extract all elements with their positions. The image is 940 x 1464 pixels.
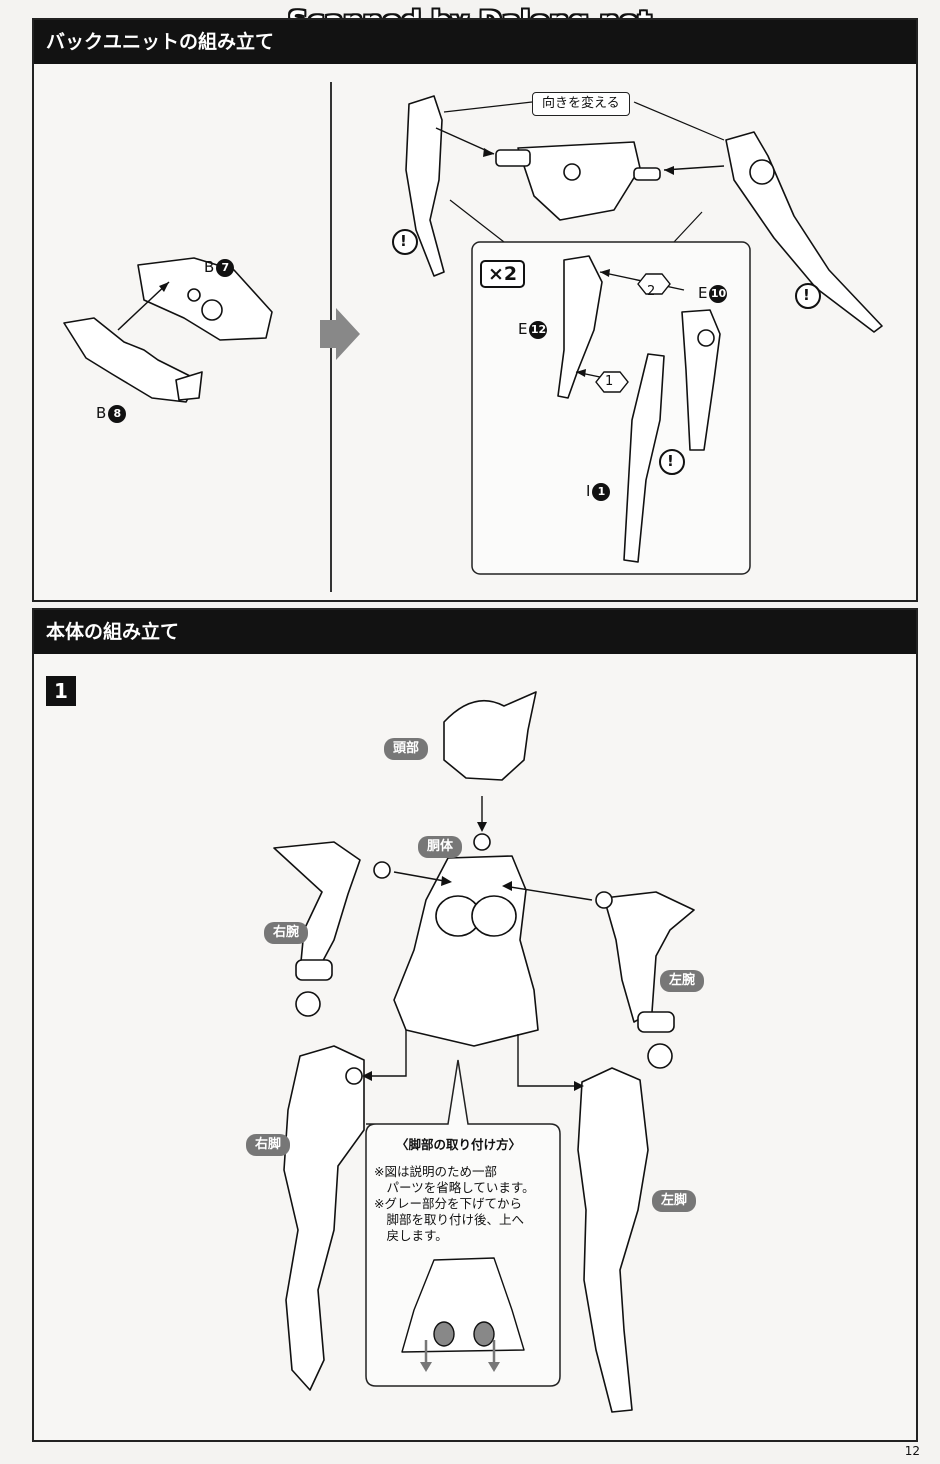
torso-part <box>393 855 539 1047</box>
leg-note-line: 戻します。 <box>374 1228 448 1243</box>
back-unit-title: バックユニットの組み立て <box>34 20 916 64</box>
warning-icon: ! <box>803 286 810 304</box>
step-number-1: 1 <box>605 374 614 389</box>
label-right-arm: 右腕 <box>264 922 309 944</box>
next-step-arrow <box>320 308 360 360</box>
arrow-b8-b7 <box>117 281 170 331</box>
leg-note-line: ※図は説明のため一部 <box>374 1164 497 1179</box>
leg-note-line: パーツを省略しています。 <box>374 1180 535 1195</box>
label-head: 頭部 <box>384 738 429 760</box>
left-leg-part <box>577 1067 649 1413</box>
badge-i1: 1 <box>592 482 611 501</box>
part-center-connector <box>517 141 641 221</box>
leg-note-callout <box>365 1059 561 1387</box>
step-number-2: 2 <box>647 284 656 299</box>
badge-e12: 12 <box>529 320 548 339</box>
back-unit-diagram <box>63 95 883 575</box>
warning-icon: ! <box>400 232 407 250</box>
body-assembly-panel: 本体の組み立て 1 <box>32 608 918 1442</box>
page-number: 12 <box>904 1444 920 1458</box>
body-assembly-title: 本体の組み立て <box>34 610 916 654</box>
left-arm-part <box>603 891 695 1023</box>
badge-b7: 7 <box>216 258 235 277</box>
body-assembly-diagram <box>273 691 695 1413</box>
warning-icon: ! <box>667 452 674 470</box>
leg-note-title: 〈脚部の取り付け方〉 <box>396 1137 522 1152</box>
part-left-wing <box>405 95 445 277</box>
badge-e10: 10 <box>709 284 728 303</box>
part-e12 <box>557 255 603 399</box>
part-b7 <box>137 257 273 341</box>
badge-b8: 8 <box>108 404 127 423</box>
change-direction-callout: 向きを変える <box>532 92 630 116</box>
back-unit-panel: バックユニットの組み立て <box>32 18 918 602</box>
step-badge: 1 <box>46 676 76 706</box>
label-left-leg: 左脚 <box>652 1190 697 1212</box>
label-right-leg: 右脚 <box>246 1134 291 1156</box>
part-i1 <box>623 353 665 563</box>
right-leg-part <box>283 1045 365 1391</box>
head-part <box>443 691 537 781</box>
quantity-x2: ×2 <box>480 260 526 288</box>
right-arm-part <box>273 841 361 973</box>
leg-note-line: 脚部を取り付け後、上へ <box>374 1212 525 1227</box>
label-torso: 胴体 <box>418 836 463 858</box>
label-left-arm: 左腕 <box>660 970 705 992</box>
leg-note-line: ※グレー部分を下げてから <box>374 1196 522 1211</box>
